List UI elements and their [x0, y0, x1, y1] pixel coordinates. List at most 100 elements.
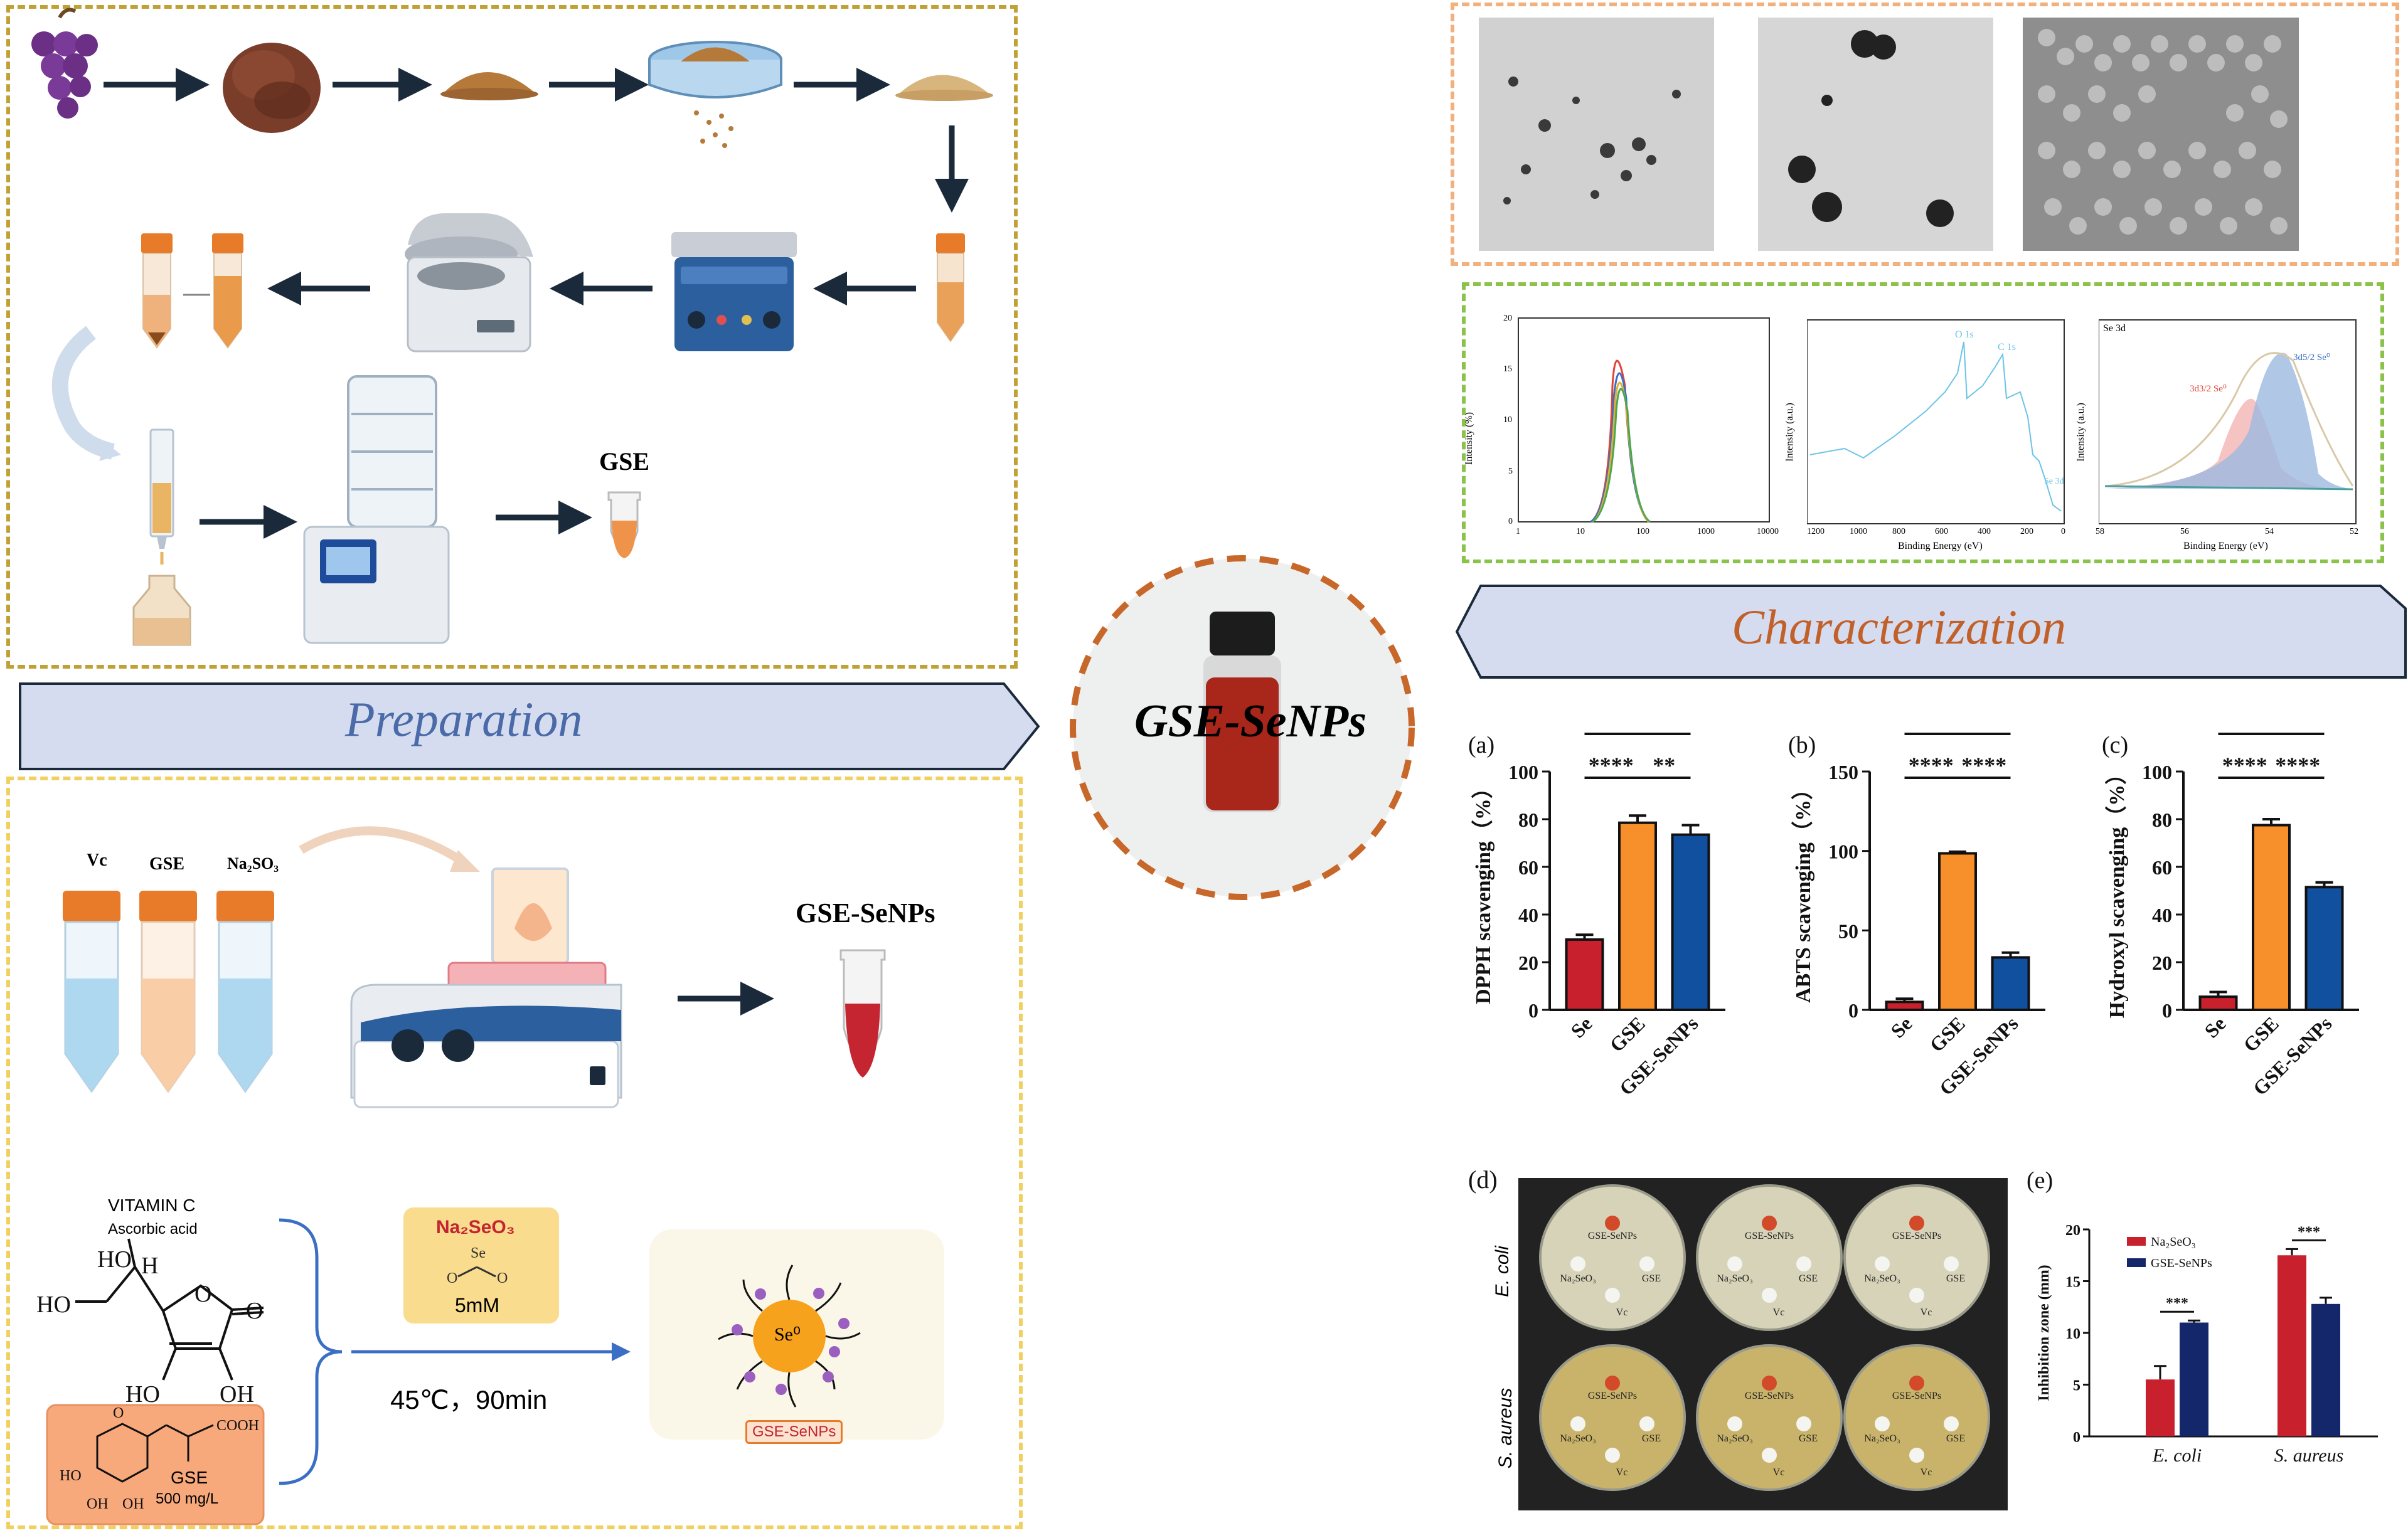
- significance-label: ****: [2275, 753, 2320, 778]
- well-label: GSE-SeNPs: [1588, 1231, 1637, 1241]
- xps-xtick-800: 800: [1892, 527, 1905, 536]
- svg-text:OH: OH: [220, 1381, 254, 1408]
- x-tick-label: S. aureus: [2274, 1445, 2344, 1466]
- svg-text:OH: OH: [87, 1496, 109, 1512]
- well-label: GSE-SeNPs: [1745, 1231, 1794, 1241]
- dls-ytick-10: 10: [1503, 415, 1512, 425]
- well-label: GSE-SeNPs: [1588, 1391, 1637, 1401]
- magnetic-stirrer-icon: [350, 867, 622, 1108]
- well-label: Na₂SeO₃: [1864, 1273, 1900, 1284]
- bar: [1991, 956, 2030, 1011]
- y-tick-label: 100: [1508, 761, 1538, 783]
- y-tick-label: 20: [1518, 952, 1538, 974]
- panel-label: (e): [2027, 1167, 2053, 1194]
- spectra-frame: [1462, 282, 2384, 563]
- grape-pomace-icon: [223, 43, 321, 133]
- y-tick-label: 40: [2152, 904, 2172, 926]
- x-tick-label: E. coli: [2152, 1445, 2202, 1466]
- fine-powder-icon: [895, 75, 993, 101]
- grape-icon: [31, 8, 98, 119]
- x-tick-label: Se: [2200, 1012, 2230, 1042]
- y-tick-label: 40: [1518, 904, 1538, 926]
- well-vc: [1762, 1288, 1777, 1303]
- gse-label: GSE: [599, 447, 650, 475]
- y-tick-label: 15: [2065, 1275, 2080, 1291]
- product-tube-icon: [839, 949, 886, 1078]
- svg-text:OH: OH: [122, 1496, 144, 1512]
- svg-text:H: H: [141, 1253, 158, 1279]
- xps-xtick-1200: 1200: [1807, 527, 1825, 536]
- well-vc: [1605, 1288, 1620, 1303]
- significance-label: ***: [2298, 1224, 2320, 1240]
- svg-text:HO: HO: [36, 1292, 71, 1318]
- panel-label: (c): [2102, 732, 2128, 758]
- y-tick-label: 10: [2065, 1326, 2080, 1342]
- well-gse-senps: [1762, 1216, 1777, 1231]
- xps-survey-plot: [1807, 319, 2065, 524]
- se3d-peak1: 3d3/2 Se⁰: [2190, 384, 2227, 394]
- plate-row-label-saureus: S. aureus: [1495, 1387, 1516, 1469]
- dls-ylabel: Intensity (%): [1463, 412, 1474, 465]
- well-na2seo3: [1727, 1416, 1742, 1431]
- preparation-banner: [19, 682, 1040, 770]
- synthesis-product-label: GSE-SeNPs: [796, 898, 935, 928]
- vitamin-c-subtitle: Ascorbic acid: [108, 1221, 198, 1238]
- well-label: GSE: [1799, 1273, 1818, 1284]
- vc-tube-icon: [63, 891, 120, 1093]
- well-vc: [1909, 1448, 1924, 1463]
- well-gse-senps: [1605, 1376, 1620, 1391]
- significance-label: ****: [1909, 753, 1954, 778]
- y-axis-label: ABTS scavenging（%）: [1791, 778, 1815, 1003]
- well-label: Vc: [1773, 1307, 1785, 1318]
- well-gse-senps: [1909, 1376, 1924, 1391]
- y-tick-label: 20: [2065, 1223, 2080, 1239]
- y-tick-label: 60: [1518, 856, 1538, 879]
- svg-text:O: O: [194, 1281, 211, 1307]
- bar: [2304, 886, 2344, 1011]
- dls-ytick-5: 5: [1508, 467, 1513, 476]
- bar: [2252, 824, 2291, 1011]
- xps-xtick-200: 200: [2020, 527, 2033, 536]
- center-title: GSE-SeNPs: [1134, 696, 1367, 747]
- se3d-xtick-54: 54: [2265, 527, 2274, 536]
- reagent-box: [403, 1207, 559, 1323]
- x-tick-label: Se: [1886, 1012, 1916, 1042]
- dls-xtick-100: 100: [1636, 527, 1649, 536]
- nanoparticle-core-label: Se⁰: [774, 1324, 801, 1345]
- dls-ytick-20: 20: [1503, 314, 1512, 323]
- x-tick-label: GSE: [2239, 1012, 2283, 1056]
- reagent-concentration: 5mM: [455, 1294, 500, 1317]
- dls-plot: [1518, 317, 1770, 523]
- well-label: GSE-SeNPs: [1745, 1391, 1794, 1401]
- y-axis-label: Hydroxyl scavenging（%）: [2104, 763, 2129, 1018]
- y-tick-label: 80: [1518, 809, 1538, 831]
- bar: [1618, 821, 1657, 1011]
- reagent-name: Na₂SeO₃: [436, 1217, 515, 1238]
- well-label: Vc: [1921, 1307, 1932, 1318]
- gse-solution-tube-icon: [139, 891, 197, 1093]
- well-gse: [1639, 1256, 1654, 1271]
- bar: [1565, 938, 1604, 1011]
- ascorbic-acid-structure: [75, 1238, 264, 1381]
- legend-swatch: [2127, 1237, 2146, 1246]
- xps-xtick-1000: 1000: [1850, 527, 1867, 536]
- agar-plate: [1539, 1184, 1686, 1331]
- plates-panel-label: (d): [1468, 1167, 1498, 1194]
- well-gse-senps: [1909, 1216, 1924, 1231]
- se3d-peak2: 3d5/2 Se⁰: [2293, 353, 2330, 363]
- x-tick-label: GSE: [1925, 1012, 1969, 1056]
- gse-structure-atom-labels: O COOH HO OH OH: [60, 1405, 259, 1512]
- panel-label: (a): [1468, 732, 1494, 758]
- well-gse: [1944, 1256, 1959, 1271]
- freeze-dryer-icon: [303, 375, 450, 644]
- centrifuged-tubes-icon: [141, 233, 243, 349]
- filter-column-icon: [132, 428, 191, 646]
- y-tick-label: 5: [2073, 1378, 2080, 1394]
- y-axis-label: Inhibition zone (mm): [2036, 1265, 2052, 1401]
- bar: [1671, 833, 1710, 1011]
- legend-label: Na₂SeO₃: [2151, 1235, 2196, 1249]
- dls-xtick-10000: 10000: [1757, 527, 1779, 536]
- se3d-plot: [2099, 319, 2357, 524]
